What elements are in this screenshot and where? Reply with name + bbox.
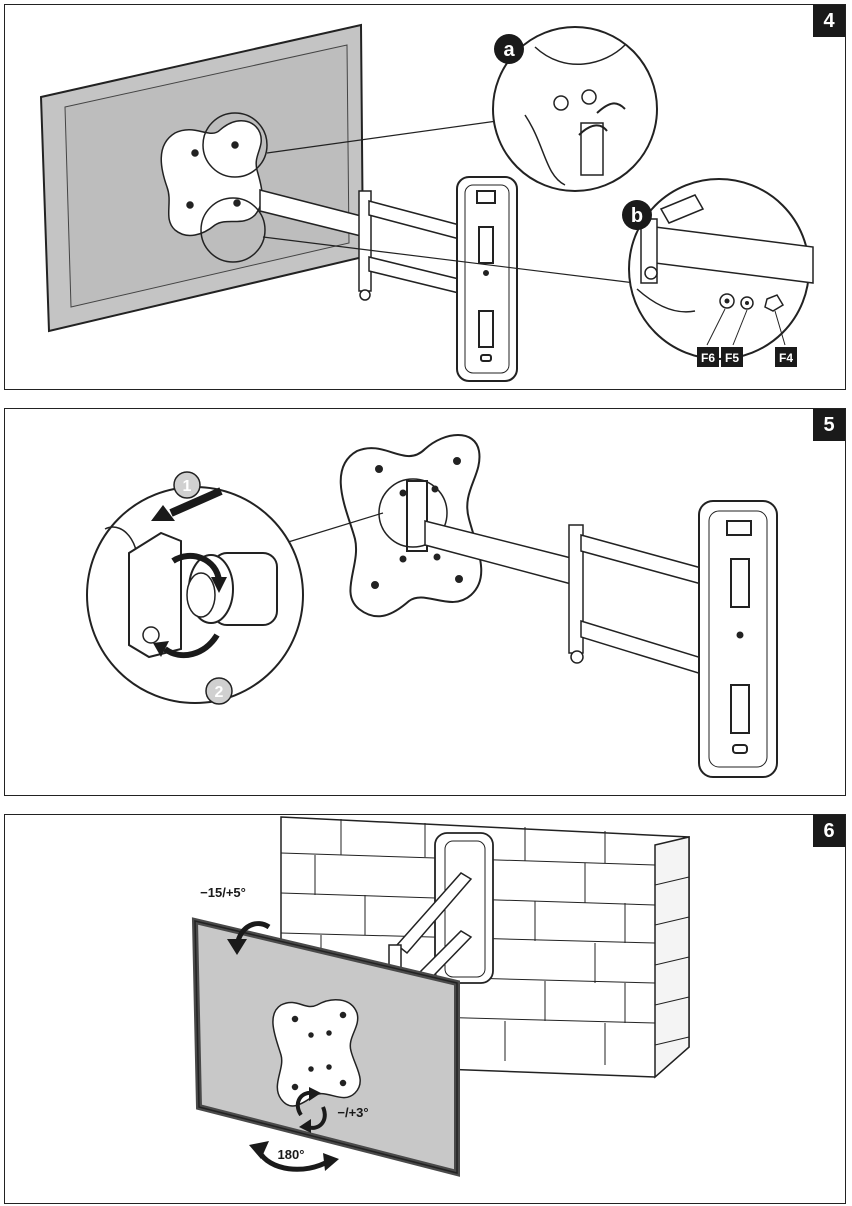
rotation-angle-label: −/+3° — [337, 1105, 368, 1120]
step-1-badge — [173, 471, 201, 499]
step-4-illustration: a b F6 F5 F4 — [39, 23, 814, 382]
wall-plate — [698, 500, 778, 778]
detail-circle — [378, 478, 448, 548]
detail-knob — [86, 486, 304, 704]
leader-line-b — [262, 236, 636, 284]
tilt-angle-label: −15/+5° — [200, 885, 246, 900]
detail-b — [628, 178, 814, 360]
step-number-badge: 5 — [813, 409, 845, 441]
rotation-arrow-icon — [295, 1087, 327, 1133]
step-2-badge — [205, 677, 233, 705]
swing-arm — [424, 520, 706, 677]
part-label-f5: F5 — [725, 351, 739, 365]
leader-line-a — [266, 120, 498, 154]
part-label-f5-badge — [721, 347, 743, 367]
step-1-label: 1 — [183, 478, 192, 495]
swing-arm — [259, 189, 468, 301]
swivel-arrow-icon — [249, 1141, 339, 1172]
step-5-illustration: 1 2 — [86, 434, 778, 778]
step-number-badge: 4 — [813, 5, 845, 37]
vesa-plate — [339, 434, 483, 618]
step-6-illustration: −15/+5° −/+3° 180° — [191, 816, 690, 1177]
detail-circle-lower — [200, 197, 266, 263]
detail-circle-upper — [202, 112, 268, 178]
part-label-f4-badge — [775, 347, 797, 367]
leader-line — [284, 512, 384, 544]
step-6-panel: 6 — [4, 814, 846, 1204]
swivel-angle-label: 180° — [278, 1147, 305, 1162]
step-number-badge: 6 — [813, 815, 845, 847]
part-label-f4: F4 — [779, 351, 793, 365]
step-2-label: 2 — [215, 684, 224, 701]
callout-b-label: b — [631, 205, 643, 227]
tilt-arrow-icon — [227, 921, 271, 955]
nut-f4 — [764, 294, 785, 312]
callout-a-badge — [494, 34, 524, 64]
step-4-panel: 4 — [4, 4, 846, 390]
detail-a — [492, 26, 658, 192]
wall-plate — [456, 176, 518, 382]
callout-b-badge — [622, 200, 652, 230]
part-label-f6-badge — [697, 347, 719, 367]
step-5-panel: 5 — [4, 408, 846, 796]
vesa-plate — [272, 999, 361, 1107]
vesa-plate — [160, 120, 263, 237]
callout-a-label: a — [503, 39, 515, 61]
part-label-f6: F6 — [701, 351, 715, 365]
